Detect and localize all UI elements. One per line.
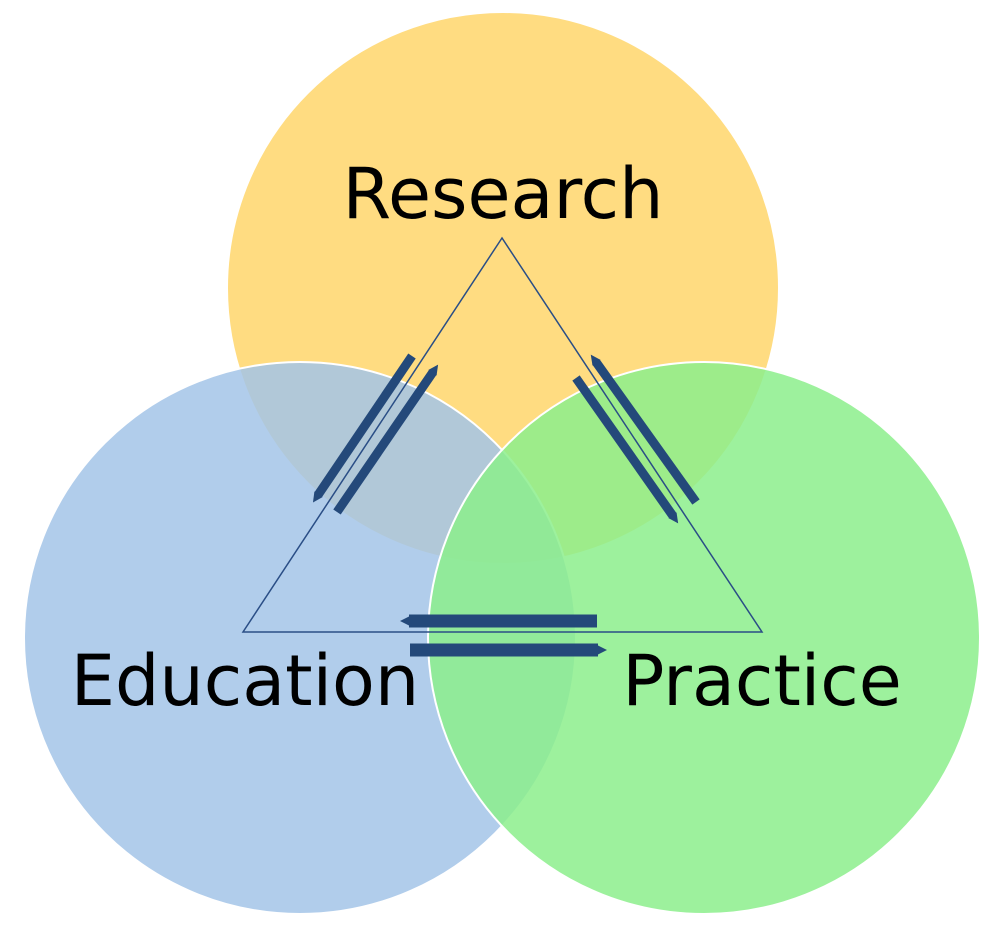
- education-label: Education: [71, 640, 420, 722]
- relationship-triangle: [241, 236, 764, 633]
- practice-label: Practice: [622, 640, 902, 722]
- arrow-practice-to-research: [590, 354, 700, 505]
- arrow-education-to-research: [333, 364, 439, 515]
- arrow-research-to-education: [312, 353, 416, 503]
- practice-circle: [427, 361, 981, 915]
- research-label: Research: [342, 153, 663, 235]
- arrow-research-to-practice: [572, 375, 679, 524]
